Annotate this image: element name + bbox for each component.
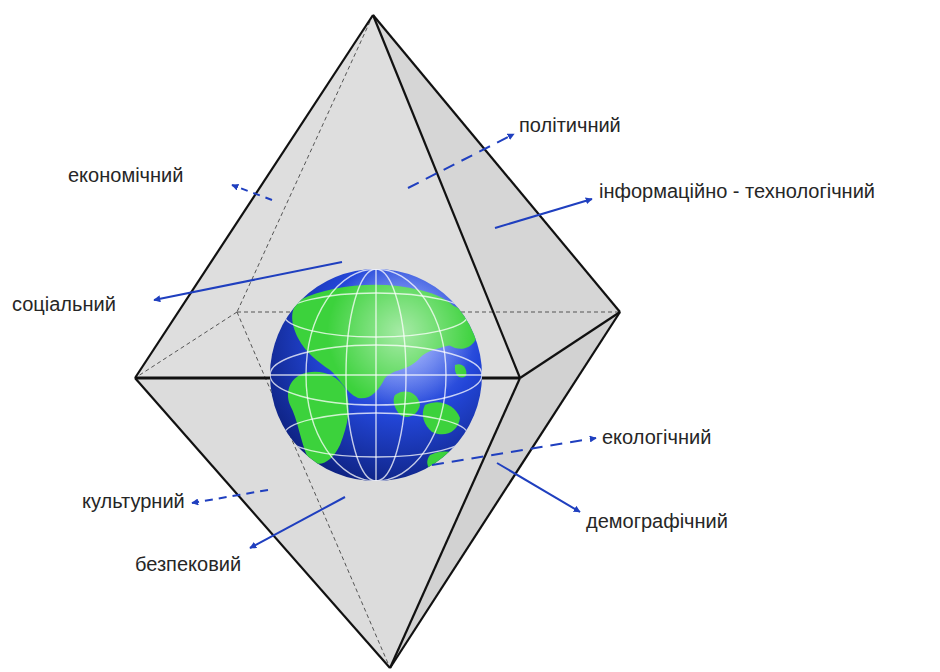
dimension-label: культурний [82, 489, 185, 513]
dimension-label: екологічний [602, 425, 711, 449]
dimension-label: економічний [68, 163, 183, 187]
dimension-label: демографічний [586, 509, 728, 533]
dimension-label: безпековий [135, 552, 241, 576]
visible-edges [135, 15, 620, 668]
dimension-label: інформаційно - технологічний [599, 179, 875, 203]
globe [270, 269, 482, 481]
dimension-label: політичний [519, 113, 621, 137]
octahedron-faces [135, 15, 620, 668]
leader-arrows [154, 134, 596, 548]
hidden-edges [135, 15, 620, 668]
dimension-label: соціальний [12, 292, 116, 316]
